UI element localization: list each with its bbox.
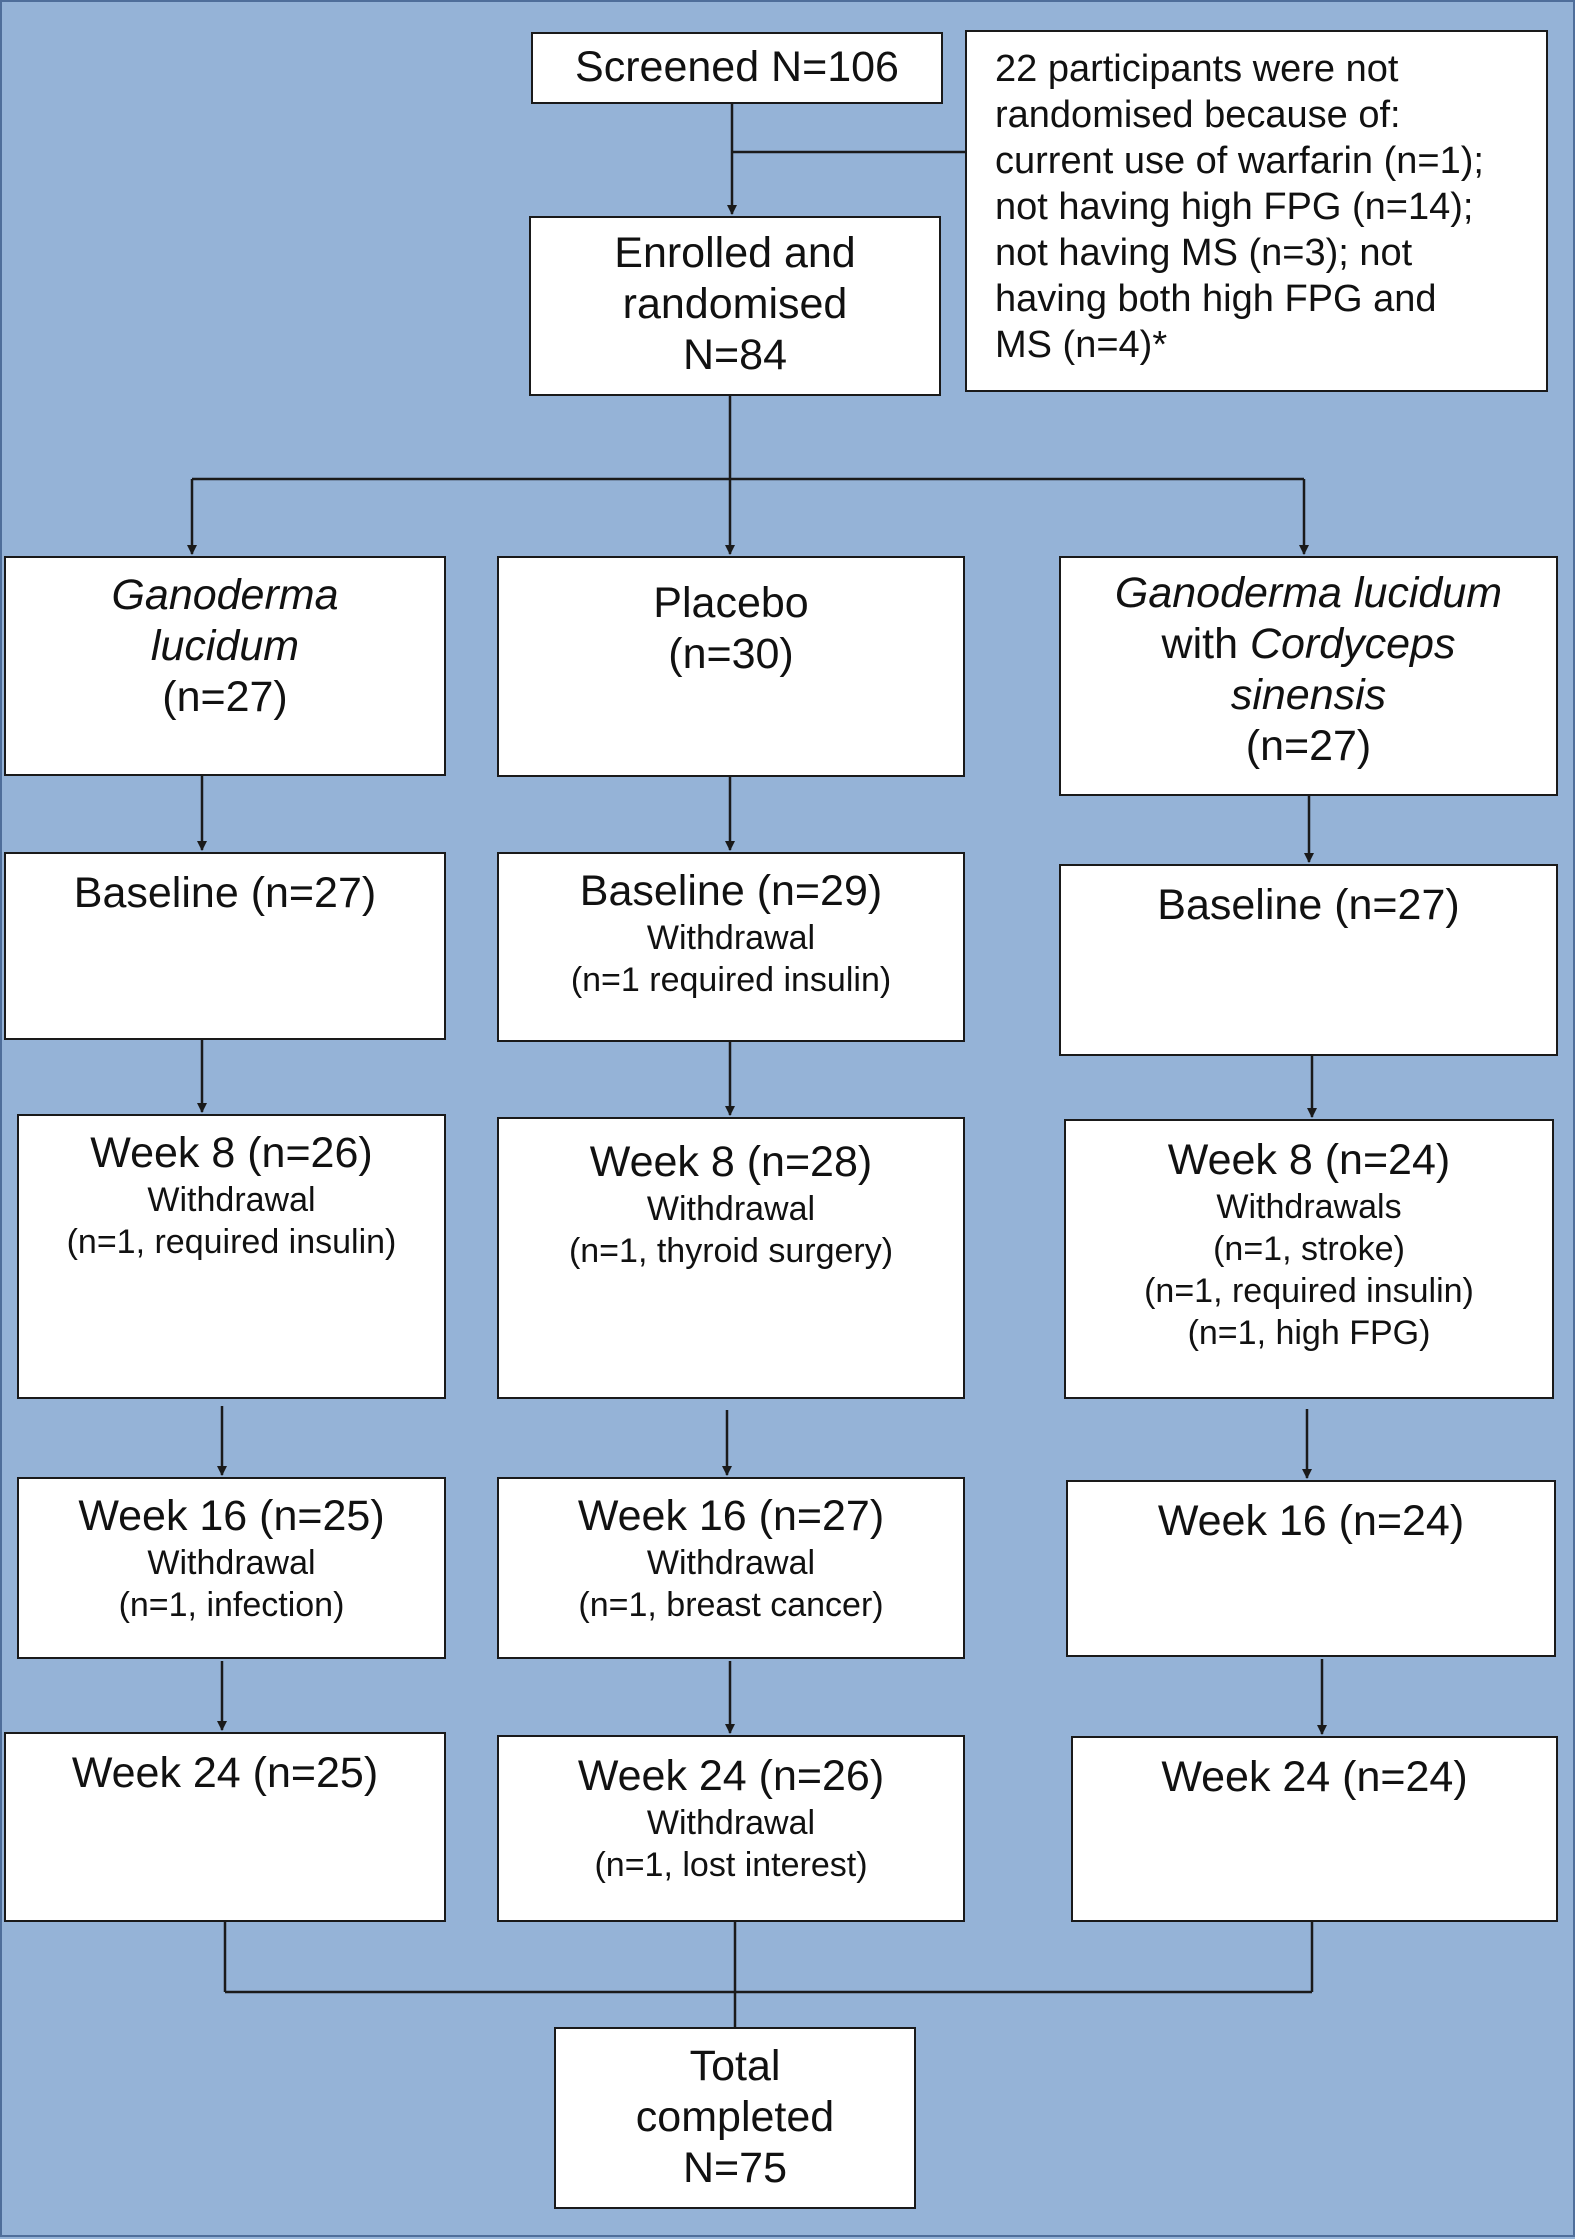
placebo-week16-title: Week 16 (n=27) [577,1492,885,1540]
arm-placebo-name: Placebo [653,579,809,627]
exclusion-box: 22 participants were not randomised beca… [965,30,1548,392]
enrolled-line: randomised [622,280,848,328]
arm-glcs-name: Ganoderma lucidum [1114,569,1503,617]
glcs-week8-detail: Withdrawals [1216,1188,1402,1226]
placebo-week24-detail: (n=1, lost interest) [594,1846,868,1884]
exclusion-line: having both high FPG and [995,278,1437,320]
placebo-week16-detail: (n=1, breast cancer) [578,1586,884,1624]
enrolled-line: N=84 [683,331,787,379]
enrolled-box: Enrolled and randomised N=84 [529,216,941,396]
placebo-week8-title: Week 8 (n=28) [589,1138,873,1186]
glcs-week16-box: Week 16 (n=24) [1066,1480,1556,1657]
gl-week16-detail: (n=1, infection) [118,1586,345,1624]
screened-label: Screened N=106 [575,43,899,91]
total-box: Total completed N=75 [554,2027,916,2209]
gl-week8-detail: (n=1, required insulin) [66,1223,397,1261]
glcs-week8-box: Week 8 (n=24) Withdrawals (n=1, stroke) … [1064,1119,1554,1399]
glcs-week24-title: Week 24 (n=24) [1161,1753,1468,1801]
arm-glcs-box: Ganoderma lucidum with Cordyceps sinensi… [1059,556,1558,796]
arm-gl-name: lucidum [150,622,300,670]
arm-glcs-name-line2: with Cordyceps [1061,619,1556,670]
gl-week24-title: Week 24 (n=25) [71,1749,379,1797]
arm-glcs-name-prefix: with [1161,620,1250,668]
total-line: N=75 [683,2144,787,2192]
arm-gl-box: Ganoderma lucidum (n=27) [4,556,446,776]
placebo-baseline-title: Baseline (n=29) [579,867,883,915]
placebo-baseline-box: Baseline (n=29) Withdrawal (n=1 required… [497,852,965,1042]
placebo-week24-box: Week 24 (n=26) Withdrawal (n=1, lost int… [497,1735,965,1922]
placebo-week8-box: Week 8 (n=28) Withdrawal (n=1, thyroid s… [497,1117,965,1399]
exclusion-line: MS (n=4)* [995,324,1168,366]
arm-glcs-name: sinensis [1230,671,1387,719]
glcs-week8-detail: (n=1, required insulin) [1144,1272,1474,1310]
placebo-week8-detail: Withdrawal [646,1190,816,1228]
placebo-baseline-detail: Withdrawal [646,919,816,957]
placebo-week16-box: Week 16 (n=27) Withdrawal (n=1, breast c… [497,1477,965,1659]
glcs-week8-detail: (n=1, high FPG) [1187,1314,1431,1352]
gl-week24-box: Week 24 (n=25) [4,1732,446,1922]
arm-gl-name: Ganoderma [111,571,339,619]
exclusion-line: 22 participants were not [995,48,1399,90]
exclusion-line: randomised because of: [995,94,1401,136]
gl-week8-detail: Withdrawal [147,1181,316,1219]
placebo-week8-detail: (n=1, thyroid surgery) [568,1232,894,1270]
arm-placebo-count: (n=30) [668,630,794,678]
glcs-baseline-title: Baseline (n=27) [1157,881,1460,929]
screened-box: Screened N=106 [531,32,943,104]
gl-baseline-box: Baseline (n=27) [4,852,446,1040]
glcs-week8-detail: (n=1, stroke) [1213,1230,1405,1268]
enrolled-line: Enrolled and [614,229,856,277]
arm-glcs-name-italic: Cordyceps [1249,620,1456,668]
arm-placebo-box: Placebo (n=30) [497,556,965,777]
placebo-week24-detail: Withdrawal [646,1804,816,1842]
placebo-baseline-detail: (n=1 required insulin) [570,961,892,999]
gl-week16-detail: Withdrawal [147,1544,316,1582]
total-line: Total [689,2042,781,2090]
gl-week8-title: Week 8 (n=26) [90,1129,373,1177]
glcs-week16-title: Week 16 (n=24) [1157,1497,1465,1545]
exclusion-line: not having high FPG (n=14); [995,186,1474,228]
glcs-baseline-box: Baseline (n=27) [1059,864,1558,1056]
arm-glcs-count: (n=27) [1245,722,1372,770]
gl-week16-box: Week 16 (n=25) Withdrawal (n=1, infectio… [17,1477,446,1659]
exclusion-line: current use of warfarin (n=1); [995,140,1484,182]
gl-week16-title: Week 16 (n=25) [78,1492,385,1540]
arm-gl-count: (n=27) [162,673,288,721]
glcs-week8-title: Week 8 (n=24) [1167,1136,1451,1184]
gl-week8-box: Week 8 (n=26) Withdrawal (n=1, required … [17,1114,446,1399]
glcs-week24-box: Week 24 (n=24) [1071,1736,1558,1922]
placebo-week16-detail: Withdrawal [646,1544,816,1582]
total-line: completed [635,2093,835,2141]
placebo-week24-title: Week 24 (n=26) [577,1752,885,1800]
gl-baseline-title: Baseline (n=27) [73,869,377,917]
exclusion-line: not having MS (n=3); not [995,232,1413,274]
